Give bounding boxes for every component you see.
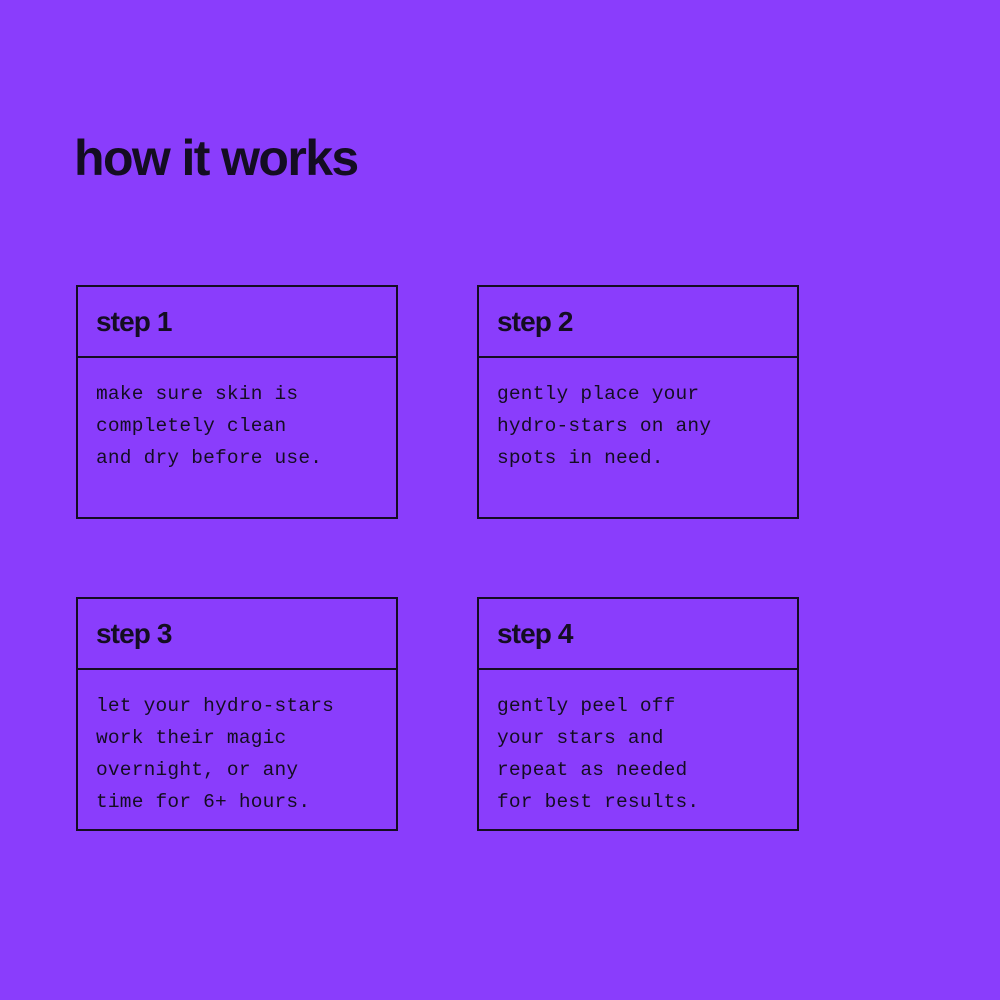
step-card-title-2: step 2 bbox=[497, 305, 573, 337]
step-card-header-4: step 4 bbox=[479, 599, 797, 670]
step-card-2: step 2 gently place your hydro-stars on … bbox=[477, 285, 799, 519]
step-card-body-3: let your hydro-stars work their magic ov… bbox=[78, 670, 396, 829]
steps-grid: step 1 make sure skin is completely clea… bbox=[76, 285, 799, 831]
step-card-body-4: gently peel off your stars and repeat as… bbox=[479, 670, 797, 829]
step-card-header-2: step 2 bbox=[479, 287, 797, 358]
step-card-text-1: make sure skin is completely clean and d… bbox=[96, 383, 323, 469]
step-card-header-3: step 3 bbox=[78, 599, 396, 670]
step-card-title-3: step 3 bbox=[96, 617, 172, 649]
step-card-4: step 4 gently peel off your stars and re… bbox=[477, 597, 799, 831]
step-card-text-3: let your hydro-stars work their magic ov… bbox=[96, 695, 335, 813]
step-card-body-2: gently place your hydro-stars on any spo… bbox=[479, 358, 797, 517]
step-card-header-1: step 1 bbox=[78, 287, 396, 358]
step-card-title-4: step 4 bbox=[497, 617, 573, 649]
page-title: how it works bbox=[74, 129, 359, 186]
step-card-title-1: step 1 bbox=[96, 305, 172, 337]
step-card-3: step 3 let your hydro-stars work their m… bbox=[76, 597, 398, 831]
step-card-text-2: gently place your hydro-stars on any spo… bbox=[497, 383, 712, 469]
step-card-text-4: gently peel off your stars and repeat as… bbox=[497, 695, 700, 813]
step-card-1: step 1 make sure skin is completely clea… bbox=[76, 285, 398, 519]
step-card-body-1: make sure skin is completely clean and d… bbox=[78, 358, 396, 517]
